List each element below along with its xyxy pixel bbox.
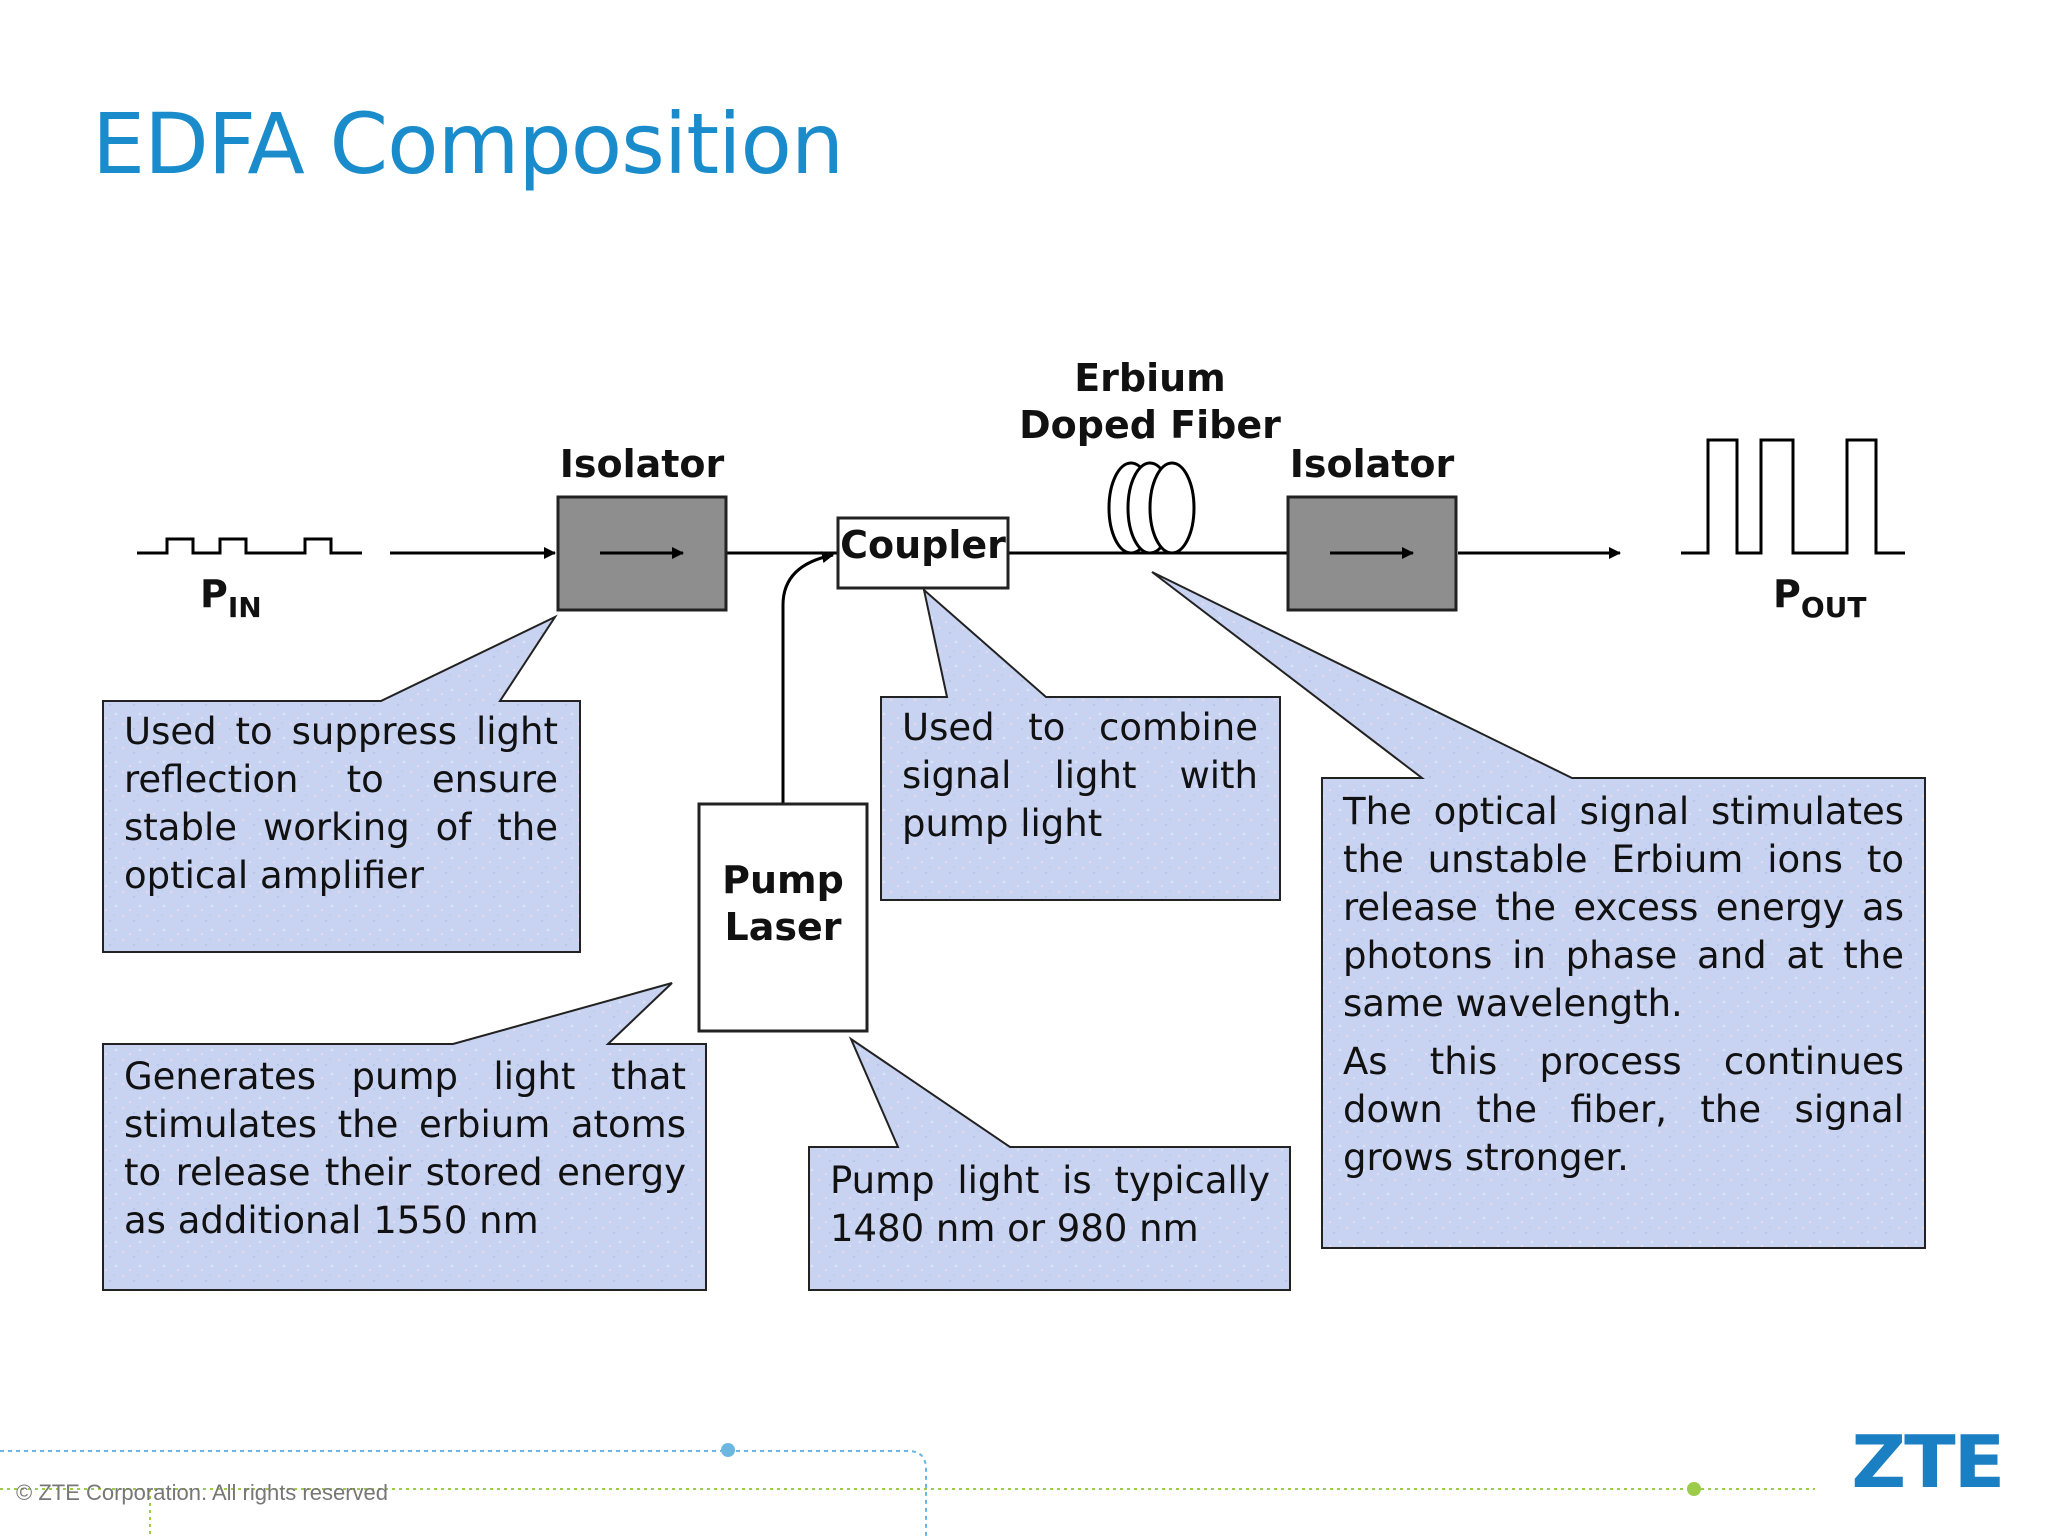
fiber-label-line2: Doped Fiber xyxy=(1019,403,1281,447)
callout-coupler-box xyxy=(880,587,1281,901)
callout-wavelength-box xyxy=(808,1036,1291,1291)
coupler-block xyxy=(836,516,1010,590)
callout-pump-box xyxy=(102,982,707,1291)
callout-isolator-box xyxy=(102,614,581,953)
coupler-label: Coupler xyxy=(840,523,1006,567)
callout-fiber-text: The optical signal stimulates the unstab… xyxy=(1343,788,1904,1182)
erbium-fiber-coil-icon xyxy=(1107,461,1196,555)
fiber-label-line1: Erbium xyxy=(1074,356,1226,400)
callout-fiber-paragraph-1: The optical signal stimulates the unstab… xyxy=(1343,790,1904,1025)
pin-label: PIN xyxy=(200,572,262,624)
footer-decoration xyxy=(0,1443,1815,1536)
copyright-text: © ZTE Corporation. All rights reserved xyxy=(16,1480,389,1505)
callout-isolator-text: Used to suppress light reflection to ens… xyxy=(124,710,558,897)
isolator-in-label: Isolator xyxy=(559,442,725,486)
isolator-out-label: Isolator xyxy=(1289,442,1455,486)
callout-coupler-text: Used to combine signal light with pump l… xyxy=(902,706,1258,845)
pin-pulse-waveform xyxy=(137,537,362,555)
callout-wavelength-text: Pump light is typically 1480 nm or 980 n… xyxy=(830,1159,1270,1250)
callout-fiber-box xyxy=(1151,571,1926,1249)
pump-laser-label-line2: Laser xyxy=(724,905,842,949)
pout-pulse-waveform xyxy=(1681,438,1905,555)
slide-title: EDFA Composition xyxy=(92,95,844,193)
callout-fiber-paragraph-2: As this process continues down the fiber… xyxy=(1343,1040,1904,1179)
pump-laser-label-line1: Pump xyxy=(722,858,844,902)
pump-laser-block xyxy=(697,802,869,1033)
pout-label: POUT xyxy=(1773,572,1867,624)
zte-logo: ZTE xyxy=(1851,1420,2005,1504)
callout-pump-text: Generates pump light that stimulates the… xyxy=(124,1055,686,1242)
pump-to-coupler-line xyxy=(781,551,834,803)
